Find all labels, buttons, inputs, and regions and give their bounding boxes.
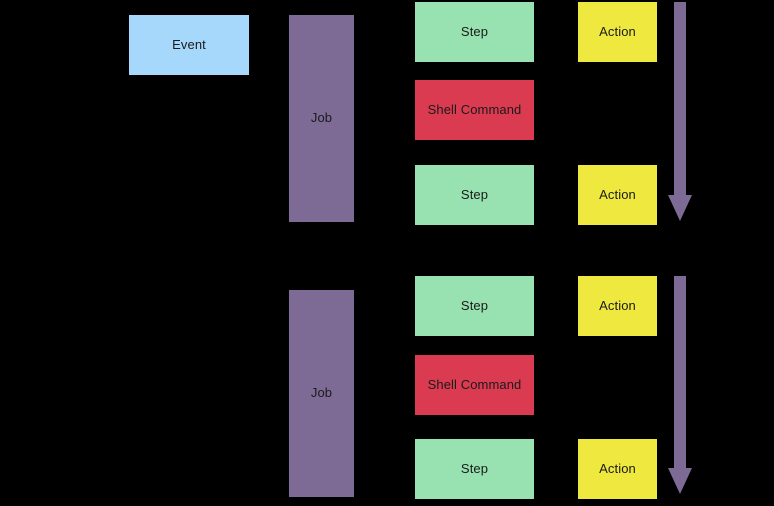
node-shell-command-2[interactable]: Shell Command [415,355,534,415]
arrow-down-icon-flow-arrow-2 [668,276,692,494]
node-job-1[interactable]: Job [289,15,354,222]
node-action-3[interactable]: Action [578,276,657,336]
node-action-2[interactable]: Action [578,165,657,225]
node-label: Action [599,460,636,476]
arrow-down-icon-flow-arrow-1 [668,2,692,221]
node-label: Shell Command [427,376,522,392]
node-action-4[interactable]: Action [578,439,657,499]
node-label: Event [172,36,206,52]
node-step-1[interactable]: Step [415,2,534,62]
node-label: Shell Command [427,101,522,117]
node-label: Step [460,460,489,476]
node-label: Job [310,110,333,126]
node-step-3[interactable]: Step [415,276,534,336]
node-label: Action [599,23,636,39]
node-event-1[interactable]: Event [129,15,249,75]
node-label: Job [310,385,333,401]
node-label: Step [460,23,489,39]
node-job-2[interactable]: Job [289,290,354,497]
node-label: Action [599,186,636,202]
node-action-1[interactable]: Action [578,2,657,62]
node-step-4[interactable]: Step [415,439,534,499]
node-label: Action [599,297,636,313]
node-step-2[interactable]: Step [415,165,534,225]
node-label: Step [460,186,489,202]
node-shell-command-1[interactable]: Shell Command [415,80,534,140]
node-label: Step [460,297,489,313]
